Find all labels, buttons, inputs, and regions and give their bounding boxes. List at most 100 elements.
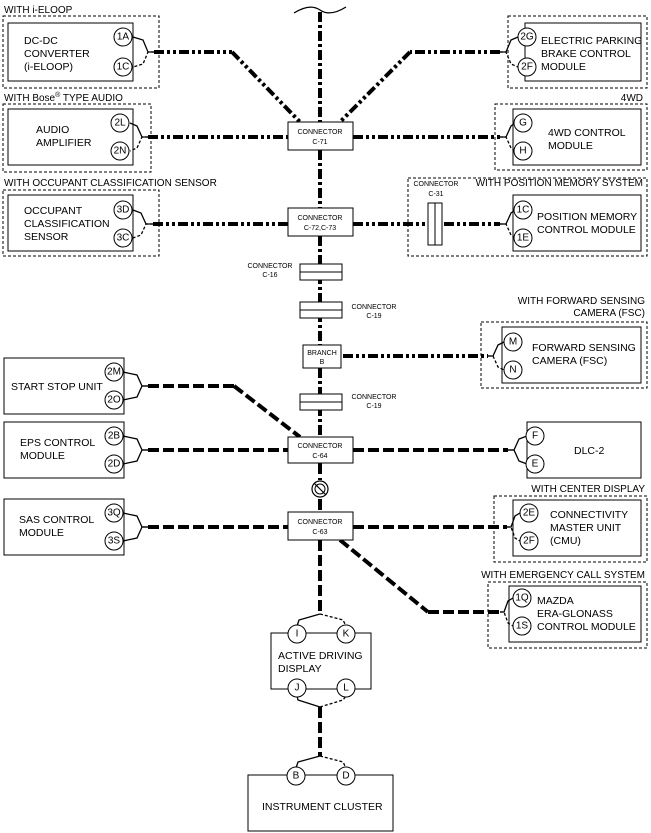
connector-c19-upper-label: CONNECTOR xyxy=(352,304,397,311)
pin-k-icon xyxy=(336,624,356,644)
pin-label: 2N xyxy=(114,146,127,157)
tap-add-l xyxy=(319,695,347,708)
connector-c16-id: C-16 xyxy=(262,272,277,279)
module-name-line1: INSTRUMENT CLUSTER xyxy=(262,801,383,813)
wire-startstop-diag xyxy=(232,384,302,439)
connector-c16-label: CONNECTOR xyxy=(248,263,293,270)
module-cmu: WITH CENTER DISPLAY CONNECTIVITY MASTER … xyxy=(493,484,648,563)
tap-add-i xyxy=(296,613,321,627)
module-sas: SAS CONTROL MODULE 3Q 3S xyxy=(3,498,148,556)
pin-1c-icon xyxy=(113,57,133,77)
module-name-line3: MODULE xyxy=(541,61,586,73)
pin-label: K xyxy=(343,629,350,640)
module-dlc2: DLC-2 F E xyxy=(508,421,642,479)
tap-2d xyxy=(122,449,148,465)
pin-b-icon xyxy=(286,766,306,786)
pin-n-icon xyxy=(503,360,523,380)
connector-c72-c73: CONNECTOR C-72,C-73 xyxy=(287,207,354,237)
group-label-prefix: WITH Bose xyxy=(4,93,56,104)
tap-cluster-b xyxy=(295,755,321,769)
pin-label: I xyxy=(296,629,299,640)
tap-1e xyxy=(500,223,516,239)
tap-add-k xyxy=(319,613,347,627)
pin-3q-icon xyxy=(104,503,124,523)
pin-label: 2E xyxy=(523,508,536,519)
module-name-line2: BRAKE CONTROL xyxy=(541,48,631,60)
module-dcdc-converter: WITH i-ELOOP DC-DC CONVERTER (i-ELOOP) 1… xyxy=(2,5,160,89)
pin-1e-icon xyxy=(513,228,533,248)
module-name-line1: SAS CONTROL xyxy=(19,514,94,526)
pin-label: 2O xyxy=(107,395,121,406)
connector-c72-label: CONNECTOR xyxy=(298,215,343,222)
branch-b: BRANCH B xyxy=(302,344,342,369)
twisted-pair-icon xyxy=(311,480,329,498)
pin-l-icon xyxy=(336,678,356,698)
pin-label: 3C xyxy=(117,233,130,244)
tap-f xyxy=(508,435,528,451)
connector-c72-id: C-72,C-73 xyxy=(304,225,336,232)
tap-3d xyxy=(132,209,153,225)
tap-1a xyxy=(132,36,154,53)
pin-label: 2F xyxy=(521,62,533,73)
group-label-ieloop: WITH i-ELOOP xyxy=(4,5,73,16)
continuation-break-mark xyxy=(293,6,347,14)
wire-dcdc-diag xyxy=(230,50,302,124)
module-name-line3: (CMU) xyxy=(550,535,581,547)
connector-c31-label: CONNECTOR xyxy=(414,181,459,188)
group-label-suffix: TYPE AUDIO xyxy=(60,93,123,104)
tap-2b xyxy=(122,435,148,451)
connector-c63: CONNECTOR C-63 xyxy=(287,511,354,541)
module-4wd: 4WD 4WD CONTROL MODULE G H xyxy=(494,93,648,171)
module-name-line2: MASTER UNIT xyxy=(550,522,622,534)
pin-label: F xyxy=(532,431,538,442)
pin-j-icon xyxy=(287,678,307,698)
pin-3c-icon xyxy=(113,228,133,248)
tap-add-j xyxy=(296,695,321,708)
connector-c31-id: C-31 xyxy=(428,191,443,198)
pin-3s-icon xyxy=(104,531,124,551)
tap-1s xyxy=(500,611,514,627)
pin-f-icon xyxy=(525,426,545,446)
connector-c19-lower: CONNECTOR C-19 xyxy=(299,393,396,411)
connector-c19-upper: CONNECTOR C-19 xyxy=(299,301,397,320)
pin-label: 2L xyxy=(114,118,126,129)
pin-label: 2F xyxy=(523,536,535,547)
connectors: CONNECTOR C-71 CONNECTOR C-72,C-73 CONNE… xyxy=(248,121,459,541)
group-label-fsc-line1: WITH FORWARD SENSING xyxy=(518,296,645,307)
pin-label: G xyxy=(519,118,527,129)
pin-label: 3Q xyxy=(107,508,121,519)
module-name-line3: SENSOR xyxy=(24,231,69,243)
group-label-fsc-line2: CAMERA (FSC) xyxy=(573,308,645,319)
wires xyxy=(148,50,508,769)
pin-label: 3D xyxy=(117,205,130,216)
wire-epb-diag xyxy=(338,50,412,124)
group-label-occupant: WITH OCCUPANT CLASSIFICATION SENSOR xyxy=(4,178,217,189)
pin-h-icon xyxy=(513,141,533,161)
pin-label: H xyxy=(519,146,526,157)
registered-mark: ® xyxy=(55,91,61,99)
pin-label: J xyxy=(295,683,300,694)
module-name-line2: CONVERTER xyxy=(24,48,90,60)
module-name-line2: AMPLIFIER xyxy=(36,137,92,149)
pin-d-icon xyxy=(336,766,356,786)
module-name-line1: OCCUPANT xyxy=(24,205,83,217)
pin-i-icon xyxy=(287,624,307,644)
tap-e xyxy=(508,449,528,465)
pin-label: 2D xyxy=(108,459,121,470)
pin-1s-icon xyxy=(512,616,532,636)
pin-label: 1Q xyxy=(515,593,529,604)
pin-2f-icon xyxy=(519,531,539,551)
module-name-line1: CONNECTIVITY xyxy=(550,509,628,521)
module-active-driving-display: ACTIVE DRIVING DISPLAY I K J L xyxy=(270,624,372,698)
pin-2o-icon xyxy=(104,390,124,410)
tap-n xyxy=(488,355,505,371)
pin-3d-icon xyxy=(113,200,133,220)
pin-label: N xyxy=(509,365,516,376)
pin-2f-icon xyxy=(517,57,537,77)
branch-label: BRANCH xyxy=(307,350,337,357)
pin-label: 3S xyxy=(108,536,121,547)
module-name-line3: (i-ELOOP) xyxy=(24,61,73,73)
module-name-line2: CLASSIFICATION xyxy=(24,218,110,230)
connector-c63-id: C-63 xyxy=(312,529,327,536)
